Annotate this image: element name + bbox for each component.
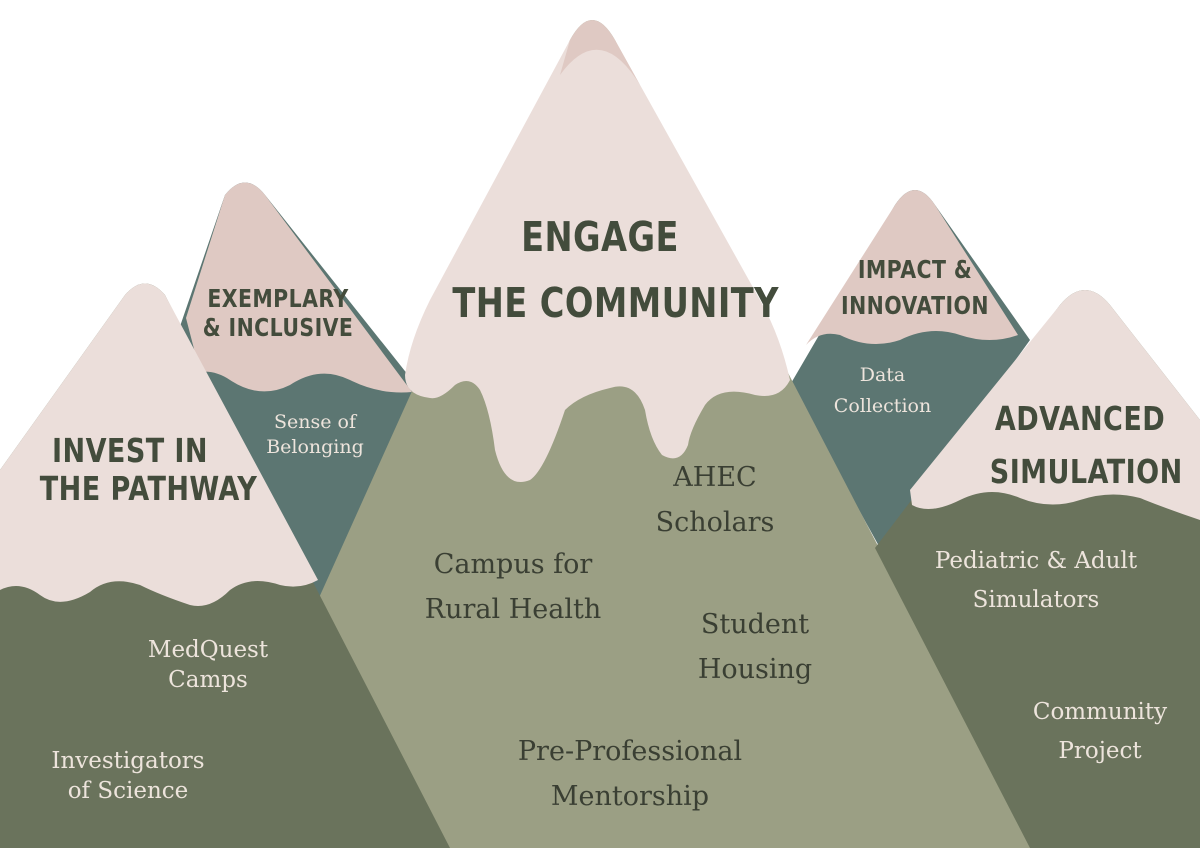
- item-line: Campus for: [433, 549, 593, 580]
- item-line: MedQuest: [147, 637, 269, 663]
- item-data-collection: Data Collection: [820, 360, 945, 423]
- item-line: Scholars: [655, 506, 775, 538]
- title-advanced: ADVANCED SIMULATION: [989, 393, 1183, 499]
- item-pre-professional-mentorship: Pre-Professional Mentorship: [480, 730, 780, 819]
- title-line: THE PATHWAY: [39, 468, 258, 508]
- item-line: Simulators: [972, 587, 1100, 614]
- title-exemplary: EXEMPLARY & INCLUSIVE: [188, 284, 368, 343]
- item-line: Pre-Professional: [517, 736, 743, 767]
- item-line: Rural Health: [424, 593, 602, 625]
- mountain-advanced: [875, 290, 1200, 848]
- title-impact: IMPACT & INNOVATION: [825, 252, 1005, 325]
- title-line: ENGAGE: [521, 213, 679, 261]
- item-community-project: Community Project: [1010, 693, 1190, 771]
- item-line: Belonging: [266, 435, 364, 458]
- mountain-engage: [318, 20, 1035, 848]
- title-invest: INVEST IN THE PATHWAY: [39, 431, 258, 508]
- item-line: Student: [700, 609, 810, 640]
- title-line: ADVANCED: [994, 399, 1166, 438]
- mountain-impact: [790, 190, 1030, 548]
- title-line: IMPACT &: [857, 255, 973, 284]
- item-medquest-camps: MedQuest Camps: [118, 636, 298, 696]
- title-engage: ENGAGE THE COMMUNITY: [452, 205, 779, 336]
- item-line: Investigators: [51, 748, 205, 774]
- title-line: INVEST IN: [52, 431, 208, 470]
- item-line: Data: [859, 364, 906, 386]
- item-sense-of-belonging: Sense of Belonging: [240, 410, 390, 459]
- title-line: INNOVATION: [841, 291, 989, 321]
- item-campus-rural-health: Campus for Rural Health: [400, 543, 626, 632]
- item-line: Sense of: [273, 411, 356, 433]
- item-student-housing: Student Housing: [670, 603, 840, 692]
- item-investigators: Investigators of Science: [28, 747, 228, 807]
- title-line: & INCLUSIVE: [202, 312, 354, 342]
- item-line: Community: [1032, 699, 1168, 725]
- title-line: EXEMPLARY: [207, 284, 349, 313]
- item-ahec-scholars: AHEC Scholars: [620, 456, 810, 545]
- item-line: of Science: [67, 777, 189, 804]
- item-pediatric-adult-simulators: Pediatric & Adult Simulators: [916, 542, 1156, 620]
- item-line: AHEC: [673, 462, 757, 493]
- item-line: Project: [1058, 738, 1142, 765]
- item-line: Mentorship: [550, 780, 710, 812]
- item-line: Camps: [168, 666, 248, 693]
- item-line: Housing: [697, 653, 813, 685]
- title-line: THE COMMUNITY: [452, 278, 779, 327]
- title-line: SIMULATION: [989, 451, 1183, 491]
- item-line: Collection: [833, 395, 932, 418]
- item-line: Pediatric & Adult: [934, 548, 1138, 574]
- mountain-invest: [0, 283, 450, 848]
